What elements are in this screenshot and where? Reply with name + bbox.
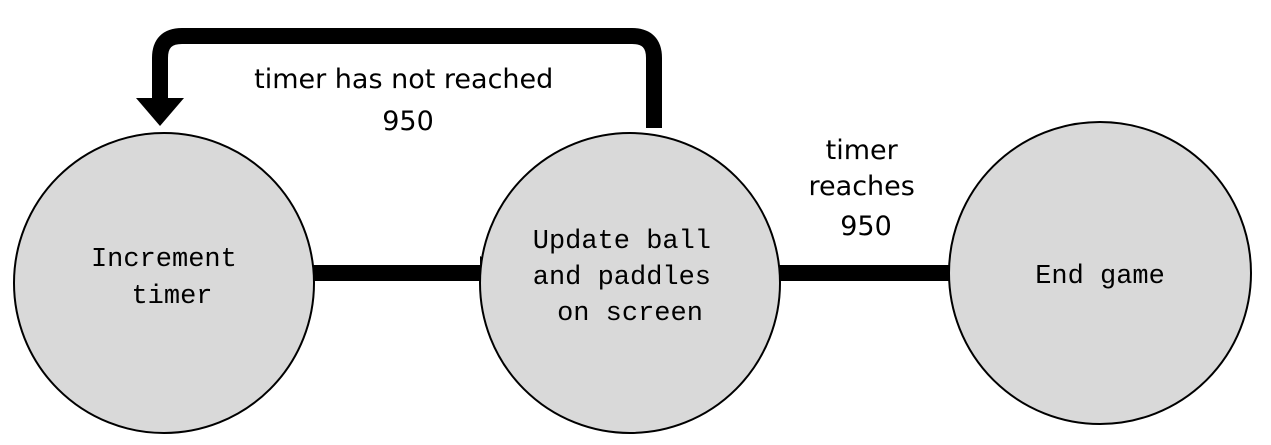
state-label-line: Increment (91, 245, 237, 275)
loop-back-arrow-shaft (152, 28, 662, 128)
state-update-ball-paddles-circle (479, 132, 781, 434)
state-end-game: End game (948, 121, 1252, 425)
arrow-update-to-end (772, 256, 972, 290)
state-end-game-circle (948, 121, 1252, 425)
edge-label-line: 950 (382, 106, 434, 137)
edge-label-line: timer (826, 135, 899, 166)
loop-back-label: timer has not reached 950 (254, 64, 562, 137)
state-increment-timer: Increment timer (13, 132, 315, 434)
arrow-increment-to-update (303, 256, 505, 290)
loop-back-arrowhead (136, 98, 184, 126)
state-label-line: End game (1035, 262, 1165, 292)
state-update-ball-paddles-label: Update ball and paddles on screen (533, 227, 727, 329)
state-update-ball-paddles: Update ball and paddles on screen (479, 132, 781, 434)
edge-label-line: reaches (809, 171, 915, 202)
state-label-line: timer (131, 282, 212, 312)
state-increment-timer-circle (13, 132, 315, 434)
state-increment-timer-label: Increment timer (91, 245, 253, 312)
edge-label-line: timer has not reached (254, 64, 553, 95)
edge-label-line: 950 (840, 211, 892, 242)
state-label-line: and paddles (533, 263, 711, 293)
end-transition-label: timer reaches 950 (809, 135, 924, 242)
state-label-line: on screen (557, 299, 703, 329)
loop-back-arrow (136, 28, 662, 128)
state-label-line: Update ball (533, 227, 711, 257)
state-end-game-label: End game (1035, 262, 1165, 292)
